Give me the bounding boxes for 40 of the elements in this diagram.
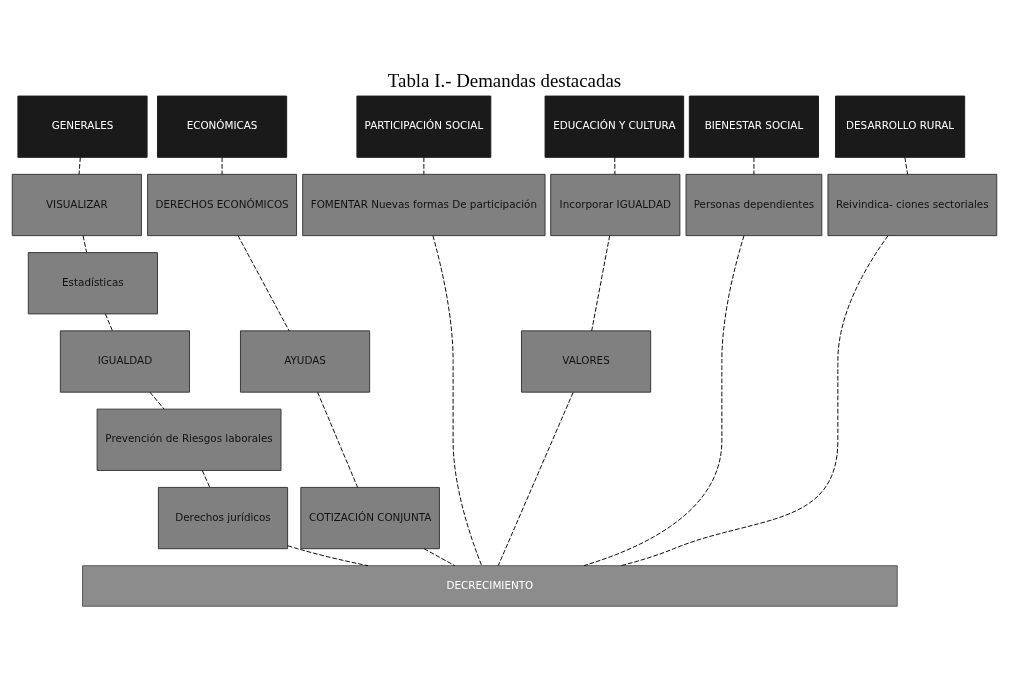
connector <box>753 156 755 175</box>
node-box: BIENESTAR SOCIAL <box>688 95 819 158</box>
node-box: DECRECIMIENTO <box>82 564 898 607</box>
connector <box>432 234 482 566</box>
connector <box>317 391 359 488</box>
node-box: Derechos jurídicos <box>157 486 289 549</box>
node-box: AYUDAS <box>240 329 371 393</box>
connector <box>423 156 425 175</box>
connector <box>149 391 165 410</box>
connector <box>497 391 574 566</box>
connector <box>614 156 616 175</box>
node-box: ECONÓMICAS <box>157 95 288 158</box>
connector <box>78 156 81 175</box>
diagram-title: Tabla I.- Demandas destacadas <box>387 69 622 91</box>
node-box: COTIZACIÓN CONJUNTA <box>300 486 440 549</box>
connector <box>237 234 290 331</box>
connector <box>201 469 211 488</box>
node-box: Incorporar IGUALDAD <box>550 173 681 236</box>
node-box: VISUALIZAR <box>11 173 142 236</box>
node-box: PARTICIPACIÓN SOCIAL <box>356 95 492 158</box>
node-box: Estadísticas <box>27 251 158 314</box>
node-box: DESARROLLO RURAL <box>835 95 966 158</box>
node-box: FOMENTAR Nuevas formas De participación <box>302 173 546 236</box>
node-box: VALORES <box>521 329 652 393</box>
node-box: Prevención de Riesgos laborales <box>96 408 282 471</box>
node-box: IGUALDAD <box>59 329 190 393</box>
node-box: EDUCACIÓN Y CULTURA <box>544 95 685 158</box>
connector <box>221 156 223 175</box>
connector <box>423 547 456 566</box>
node-box: Reivindica- ciones sectoriales <box>827 173 998 236</box>
connector <box>620 234 889 566</box>
connector <box>287 544 369 566</box>
connector <box>583 234 745 566</box>
connector <box>904 156 909 175</box>
connector <box>591 234 611 331</box>
node-box: DERECHOS ECONÓMICOS <box>147 173 298 236</box>
node-box: GENERALES <box>17 95 148 158</box>
connector <box>104 312 113 331</box>
node-box: Personas dependientes <box>685 173 823 236</box>
connector <box>82 234 88 253</box>
